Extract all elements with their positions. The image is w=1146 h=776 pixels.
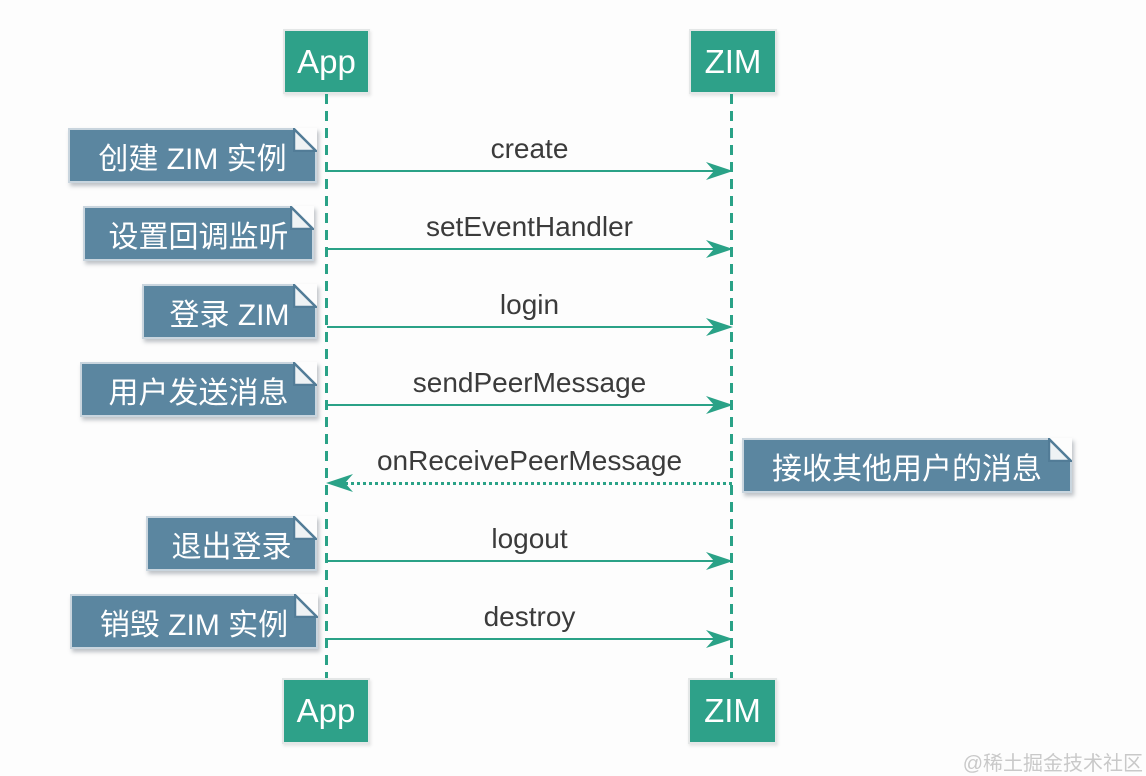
actor-app-bottom: App bbox=[282, 678, 370, 744]
message-set-event-handler: setEventHandler bbox=[327, 209, 733, 269]
message-label: sendPeerMessage bbox=[412, 367, 647, 398]
message-label: logout bbox=[491, 523, 568, 554]
message-label: setEventHandler bbox=[425, 211, 633, 242]
note-destroy-zim: 销毁 ZIM 实例 bbox=[70, 591, 321, 649]
actor-zim-bottom: ZIM bbox=[688, 678, 777, 744]
note-fold-icon bbox=[292, 125, 320, 153]
lifeline-app bbox=[325, 94, 328, 678]
arrowhead-right-icon bbox=[706, 396, 733, 414]
note-fold-icon bbox=[293, 591, 321, 619]
arrowhead-right-icon bbox=[706, 162, 733, 180]
message-line bbox=[327, 326, 730, 328]
message-label: create bbox=[490, 133, 569, 164]
note-text: 接收其他用户的消息 bbox=[772, 452, 1042, 486]
note-fold-icon bbox=[1047, 435, 1075, 463]
actor-zim-top: ZIM bbox=[689, 29, 777, 94]
message-label: destroy bbox=[483, 601, 576, 632]
message-line bbox=[327, 404, 730, 406]
message-line bbox=[327, 170, 730, 172]
message-line bbox=[327, 248, 730, 250]
message-line bbox=[327, 560, 730, 562]
note-text: 退出登录 bbox=[171, 530, 292, 564]
arrowhead-right-icon bbox=[706, 552, 733, 570]
note-login: 登录 ZIM bbox=[142, 281, 320, 339]
arrowhead-left-icon bbox=[326, 474, 353, 492]
note-set-event-handler: 设置回调监听 bbox=[83, 203, 317, 261]
message-logout: logout bbox=[327, 521, 733, 581]
message-label: login bbox=[499, 289, 560, 320]
note-receive-peer-message: 接收其他用户的消息 bbox=[742, 435, 1075, 493]
message-line bbox=[333, 482, 732, 485]
actor-app-top: App bbox=[283, 29, 370, 94]
lifeline-zim bbox=[730, 94, 733, 678]
note-text: 设置回调监听 bbox=[108, 220, 289, 254]
message-label: onReceivePeerMessage bbox=[376, 445, 683, 476]
arrowhead-right-icon bbox=[706, 630, 733, 648]
note-fold-icon bbox=[292, 359, 320, 387]
message-on-receive-peer-message: onReceivePeerMessage bbox=[326, 443, 732, 503]
message-send-peer-message: sendPeerMessage bbox=[327, 365, 733, 425]
note-text: 销毁 ZIM 实例 bbox=[99, 608, 289, 642]
note-create-zim: 创建 ZIM 实例 bbox=[68, 125, 320, 183]
note-text: 创建 ZIM 实例 bbox=[98, 142, 287, 176]
message-destroy: destroy bbox=[327, 599, 733, 659]
arrowhead-right-icon bbox=[706, 240, 733, 258]
arrowhead-right-icon bbox=[706, 318, 733, 336]
note-text: 用户发送消息 bbox=[108, 376, 289, 410]
note-send-peer-message: 用户发送消息 bbox=[80, 359, 320, 417]
watermark: @稀土掘金技术社区 bbox=[962, 753, 1143, 775]
message-create: create bbox=[327, 131, 733, 191]
note-fold-icon bbox=[292, 513, 320, 541]
message-login: login bbox=[327, 287, 733, 347]
note-text: 登录 ZIM bbox=[169, 298, 290, 332]
note-fold-icon bbox=[292, 281, 320, 309]
message-line bbox=[327, 638, 730, 640]
note-logout: 退出登录 bbox=[146, 513, 320, 571]
note-fold-icon bbox=[289, 203, 317, 231]
